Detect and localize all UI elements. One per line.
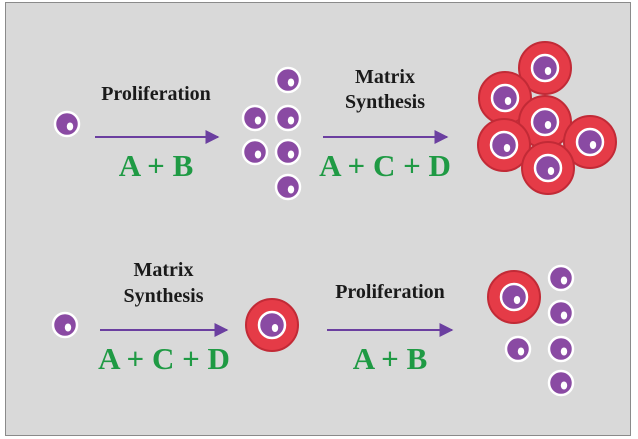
single-cell bbox=[53, 313, 77, 337]
formula-a-c-d: A + C + D bbox=[313, 150, 457, 183]
formula-a-b: A + B bbox=[92, 150, 220, 183]
step-title-synthesis: Synthesis bbox=[100, 286, 227, 307]
proliferated-cell-group bbox=[243, 68, 300, 199]
step-title-matrix: Matrix bbox=[100, 260, 227, 281]
step-title-proliferation: Proliferation bbox=[92, 84, 220, 105]
formula-a-c-d: A + C + D bbox=[88, 343, 240, 376]
step-title-proliferation: Proliferation bbox=[326, 282, 454, 303]
matrix-cell bbox=[246, 299, 298, 351]
step-title-matrix: Matrix bbox=[323, 67, 447, 88]
step-title-synthesis: Synthesis bbox=[323, 92, 447, 113]
single-cell bbox=[55, 112, 79, 136]
matrix-cell-cluster bbox=[478, 42, 616, 194]
proliferated-matrix-group bbox=[488, 266, 573, 395]
formula-a-b: A + B bbox=[326, 343, 454, 376]
